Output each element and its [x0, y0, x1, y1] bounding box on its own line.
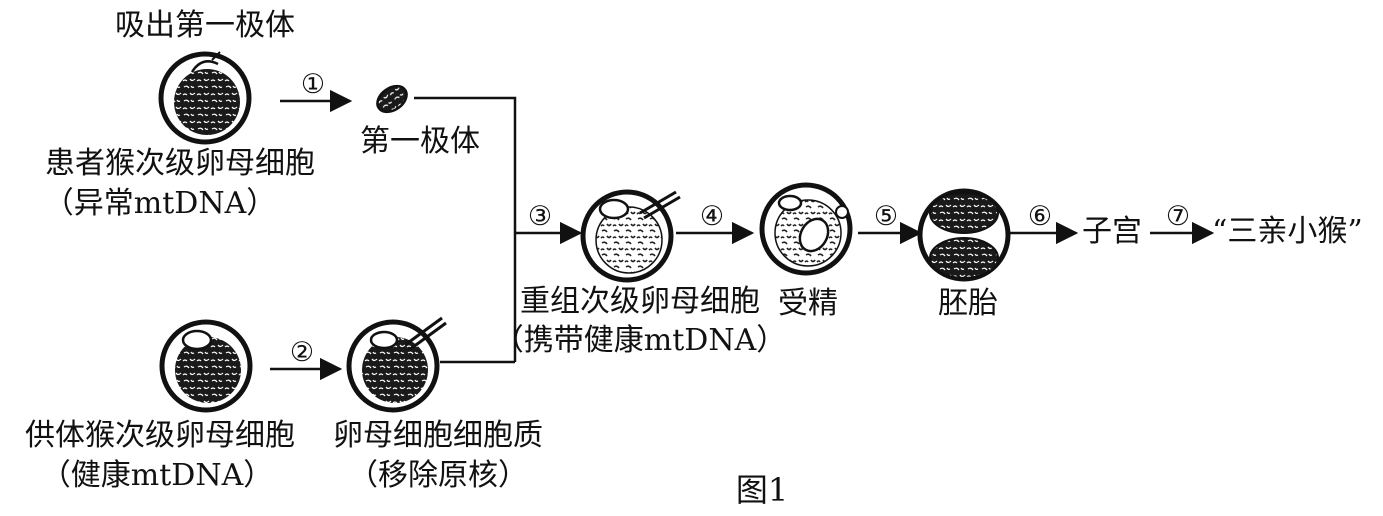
step-6-label: ⑥	[1027, 201, 1053, 232]
step-3-label: ③	[527, 201, 553, 232]
step-7-label: ⑦	[1165, 201, 1191, 232]
uterus-label: 子宫	[1082, 214, 1142, 249]
patient-mtdna-label: （异常mtDNA）	[43, 186, 277, 221]
step-2-label: ②	[289, 337, 315, 368]
oocyte-cytoplasm-cell	[346, 316, 447, 413]
fertilization-label: 受精	[778, 286, 838, 321]
connector-top	[414, 96, 517, 362]
first-polar-body-cell	[376, 84, 408, 114]
first-polar-body-label: 第一极体	[360, 124, 480, 159]
embryo-cell	[917, 188, 1011, 282]
reconstructed-oocyte-cell	[580, 189, 681, 283]
patient-oocyte-label: 患者猴次级卵母细胞	[45, 146, 315, 181]
extract-first-polar-body-label: 吸出第一极体	[115, 8, 295, 43]
step-4-label: ④	[699, 201, 725, 232]
step-1-label: ①	[300, 69, 326, 100]
step-5-label: ⑤	[873, 201, 899, 232]
patient-oocyte-cell	[158, 51, 252, 145]
three-parent-monkey-label: “三亲小猴”	[1212, 214, 1363, 249]
embryo-label: 胚胎	[938, 286, 998, 321]
donor-oocyte-label: 供体猴次级卵母细胞	[25, 418, 295, 453]
figure-caption: 图1	[735, 471, 789, 509]
carry-healthy-mtdna-label: （携带健康mtDNA）	[493, 323, 787, 358]
remove-nucleus-label: （移除原核）	[348, 458, 528, 493]
reconstructed-oocyte-label: 重组次级卵母细胞	[520, 284, 760, 319]
donor-oocyte-cell	[159, 319, 253, 413]
fertilized-cell	[759, 182, 853, 276]
oocyte-cytoplasm-label: 卵母细胞细胞质	[333, 418, 543, 453]
donor-mtdna-label: （健康mtDNA）	[40, 458, 274, 493]
